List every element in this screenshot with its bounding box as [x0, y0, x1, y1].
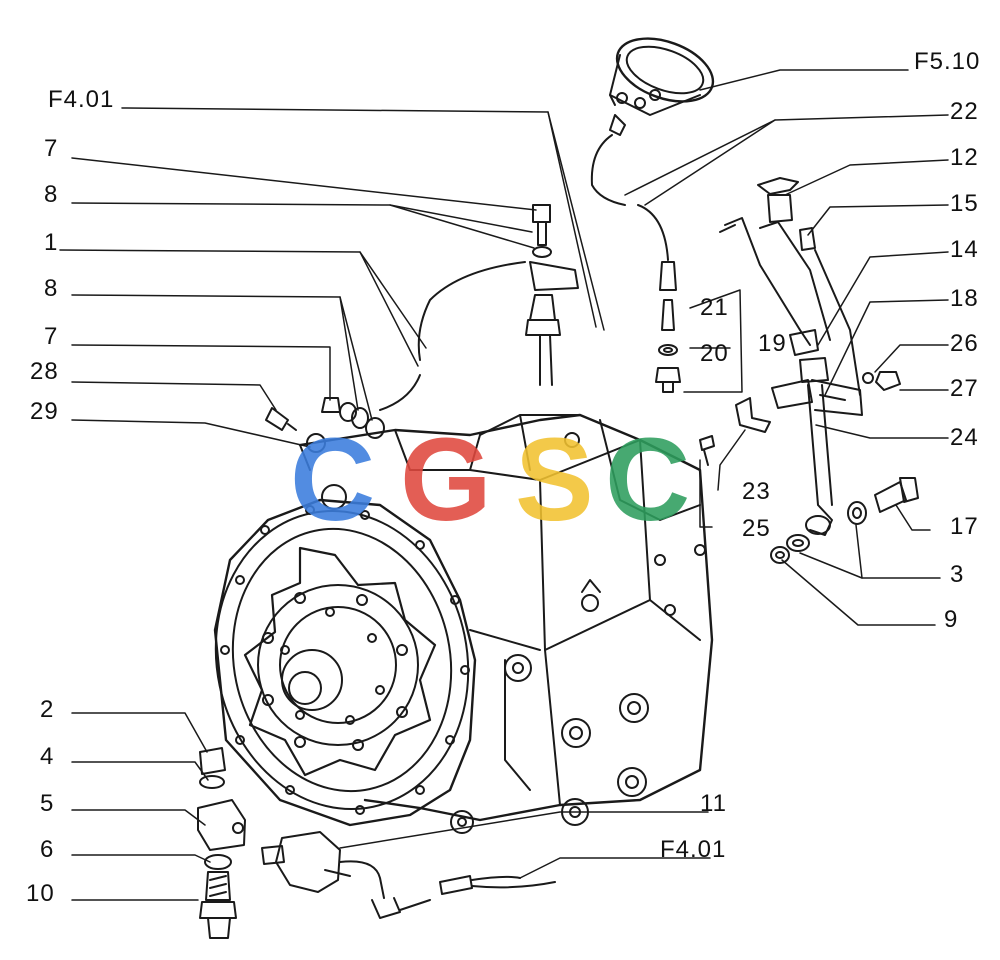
fitting-set — [655, 299, 681, 393]
callout-8-top: 8 — [44, 181, 59, 208]
pressure-switch — [261, 831, 556, 919]
callout-28: 28 — [30, 358, 59, 385]
clip-and-screw — [699, 397, 771, 466]
callout-21: 21 — [700, 294, 729, 321]
callout-8-mid: 8 — [44, 275, 59, 302]
callout-9: 9 — [944, 606, 959, 633]
callout-6: 6 — [40, 836, 55, 863]
callout-7-top: 7 — [44, 135, 59, 162]
transmission-housing — [298, 413, 714, 834]
callout-5: 5 — [40, 790, 55, 817]
banjo-fittings — [265, 397, 385, 453]
bell-housing — [213, 498, 477, 827]
gauge-unit — [590, 37, 715, 291]
dipstick-tube — [719, 217, 833, 536]
callout-29: 29 — [30, 398, 59, 425]
leader-lines — [59, 69, 949, 901]
callout-2: 2 — [40, 696, 55, 723]
watermark-letter-c1: C — [290, 414, 375, 546]
callout-1: 1 — [44, 229, 59, 256]
callout-f4-01-top: F4.01 — [48, 86, 115, 113]
callout-22: 22 — [950, 98, 979, 125]
watermark: C G S C — [290, 414, 690, 546]
callout-23: 23 — [742, 478, 771, 505]
callout-20: 20 — [700, 340, 729, 367]
callout-f5-10: F5.10 — [914, 48, 981, 75]
callout-f4-01-bottom: F4.01 — [660, 836, 727, 863]
callout-11: 11 — [700, 790, 727, 817]
adapter-stack — [197, 747, 246, 939]
callout-24: 24 — [950, 424, 979, 451]
callout-17: 17 — [950, 513, 979, 540]
sender-wiring — [379, 204, 579, 411]
dipstick-cap — [757, 177, 861, 396]
callout-10: 10 — [26, 880, 55, 907]
bolt-and-washers — [770, 477, 919, 564]
bracket — [771, 371, 901, 416]
callout-15: 15 — [950, 190, 979, 217]
watermark-letter-s: S — [515, 414, 594, 546]
callout-26: 26 — [950, 330, 979, 357]
watermark-letter-g: G — [400, 414, 492, 546]
callout-14: 14 — [950, 236, 979, 263]
callout-7-mid: 7 — [44, 323, 59, 350]
callout-19: 19 — [758, 330, 787, 357]
watermark-letter-c2: C — [605, 414, 690, 546]
callout-4: 4 — [40, 743, 55, 770]
callout-27: 27 — [950, 375, 979, 402]
callout-12: 12 — [950, 144, 979, 171]
callout-25: 25 — [742, 515, 771, 542]
callout-18: 18 — [950, 285, 979, 312]
drive-plate — [243, 546, 437, 777]
callout-3: 3 — [950, 561, 965, 588]
